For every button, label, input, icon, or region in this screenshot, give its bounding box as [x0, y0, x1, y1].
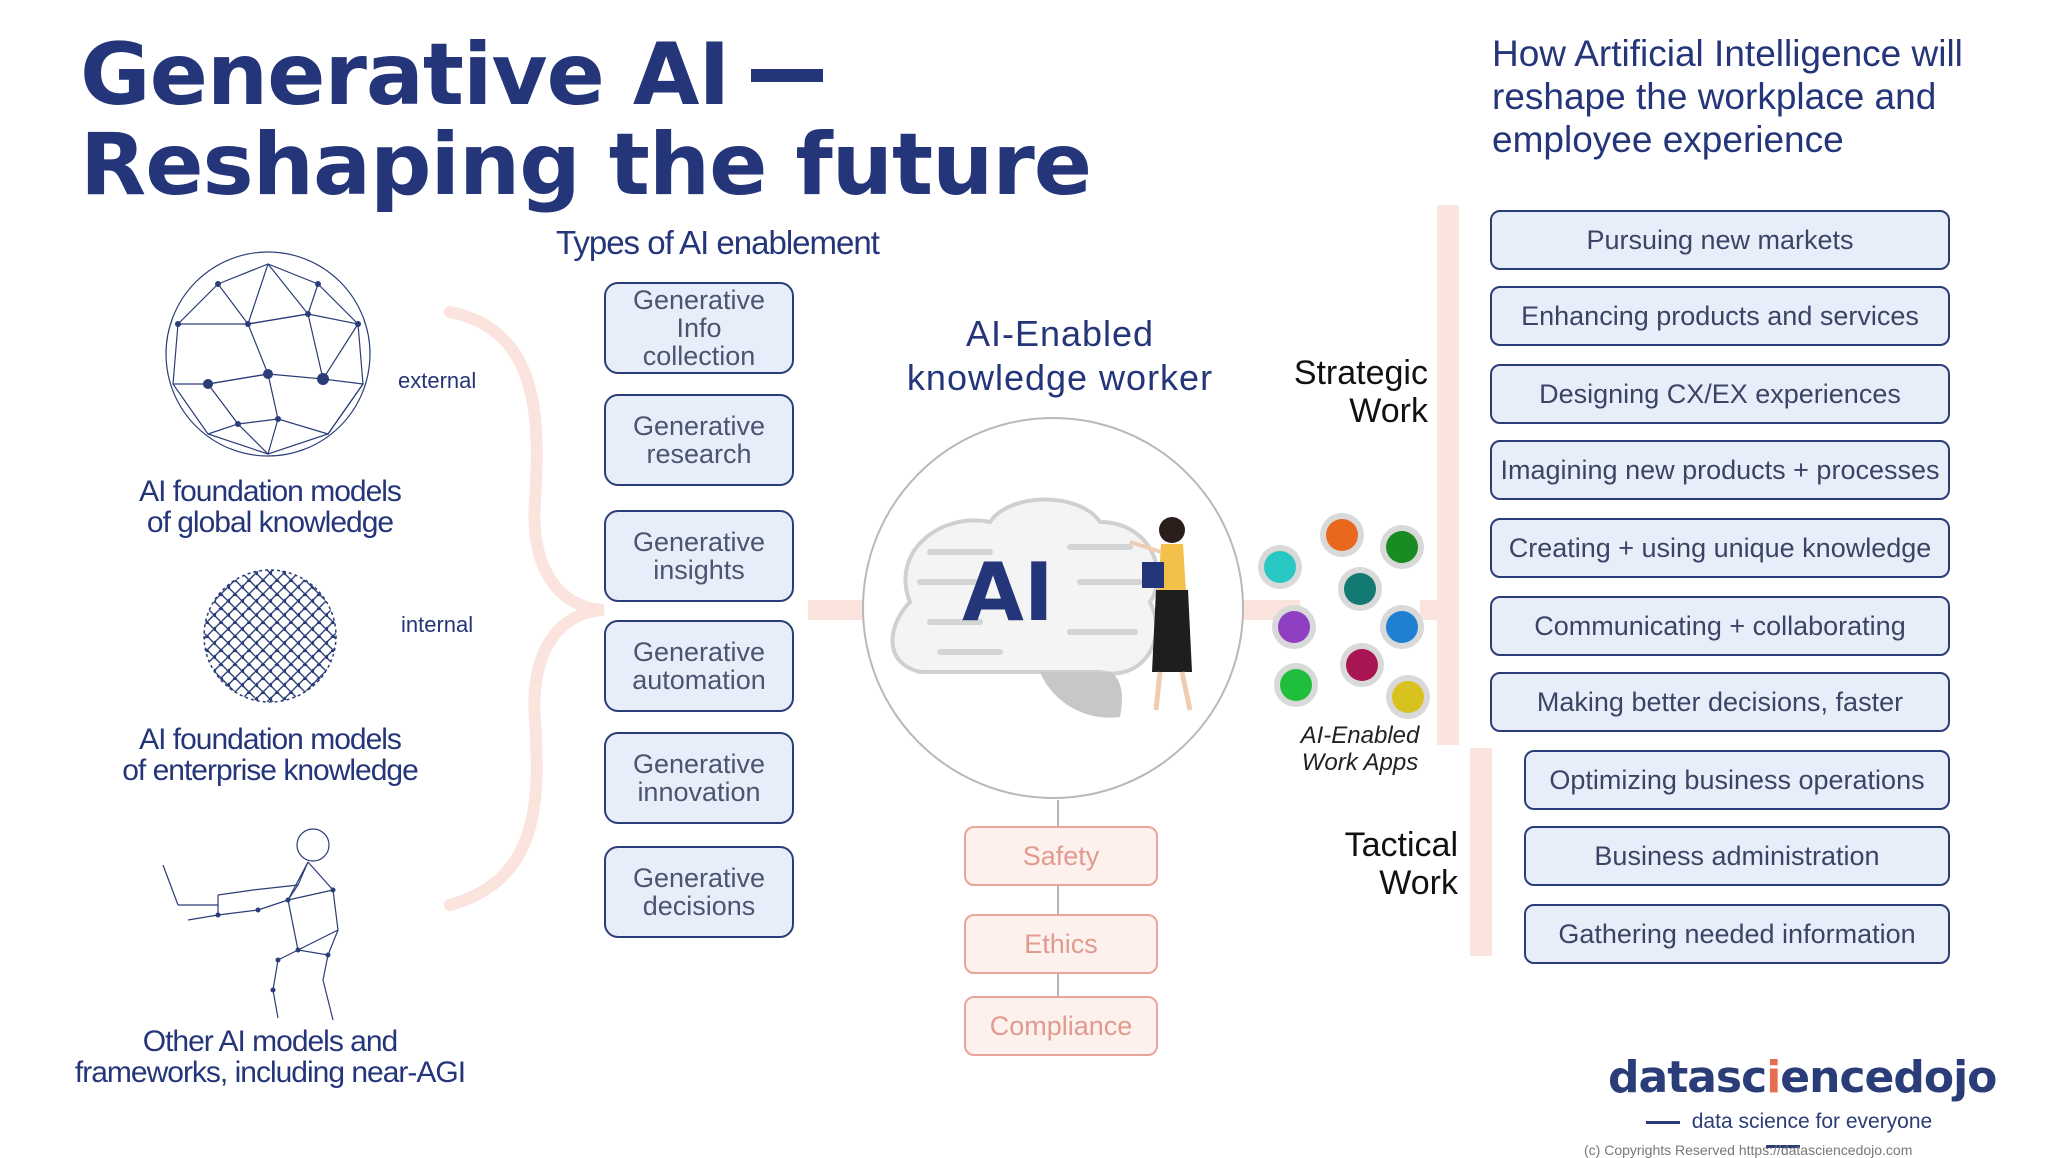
strategic-bar [1437, 205, 1459, 745]
enterprise-models-label: AI foundation models of enterprise knowl… [122, 723, 419, 787]
strategic-item-enhancing-products: Enhancing products and services [1490, 286, 1950, 346]
tactical-item-administration: Business administration [1524, 826, 1950, 886]
control-safety: Safety [964, 826, 1158, 886]
datasciencedojo-logo: datasciencedojo [1608, 1052, 1997, 1103]
strategic-item-new-markets: Pursuing new markets [1490, 210, 1950, 270]
strategic-item-designing-cx: Designing CX/EX experiences [1490, 364, 1950, 424]
woman-figure-icon [1129, 517, 1193, 711]
tactical-work-label: Tactical Work [1344, 826, 1458, 902]
external-label: external [398, 368, 477, 393]
page-title: Generative AI Reshaping the future [80, 30, 1092, 215]
apps-label: AI-Enabled Work Apps [1300, 722, 1420, 776]
app-dot [1278, 611, 1310, 643]
brace-connector [444, 306, 605, 911]
strategic-work-label: Strategic Work [1293, 354, 1428, 430]
copyright-text: (c) Copyrights Reserved https://datascie… [1584, 1142, 1913, 1158]
title-line1: Generative AI [80, 25, 730, 125]
enterprise-dotted-sphere-icon [203, 569, 337, 703]
ai-work-apps-dots [1258, 513, 1430, 719]
ai-brain-text: AI [962, 546, 1054, 639]
app-dot [1392, 681, 1424, 713]
control-ethics: Ethics [964, 914, 1158, 974]
other-models-label: Other AI models and frameworks, includin… [74, 1025, 466, 1089]
logo-tagline: data science for everyone [1606, 1110, 1960, 1158]
global-network-sphere-icon [165, 251, 371, 457]
title-dash [751, 69, 824, 83]
app-dot [1386, 531, 1418, 563]
app-dot [1280, 669, 1312, 701]
strategic-item-unique-knowledge: Creating + using unique knowledge [1490, 518, 1950, 578]
types-title: Types of AI enablement [556, 224, 880, 261]
strategic-item-imagining: Imagining new products + processes [1490, 440, 1950, 500]
app-dot [1264, 551, 1296, 583]
worker-title: AI-Enabled knowledge worker [906, 313, 1214, 398]
tactical-item-gathering: Gathering needed information [1524, 904, 1950, 964]
ai-brain-with-woman-illustration: AI [890, 497, 1193, 718]
types-to-worker-bar [808, 600, 868, 620]
wireframe-human-figure-icon [162, 828, 339, 1020]
tactical-item-optimizing: Optimizing business operations [1524, 750, 1950, 810]
page-subtitle: How Artificial Intelligence will reshape… [1492, 33, 1963, 160]
app-dot [1326, 519, 1358, 551]
internal-label: internal [401, 612, 474, 637]
app-dot [1346, 649, 1378, 681]
tactical-bar [1470, 748, 1492, 956]
app-dot [1344, 573, 1376, 605]
strategic-item-communicating: Communicating + collaborating [1490, 596, 1950, 656]
strategic-item-better-decisions: Making better decisions, faster [1490, 672, 1950, 732]
title-line2: Reshaping the future [80, 115, 1092, 215]
app-dot [1386, 611, 1418, 643]
global-models-label: AI foundation models of global knowledge [139, 475, 402, 539]
control-compliance: Compliance [964, 996, 1158, 1056]
